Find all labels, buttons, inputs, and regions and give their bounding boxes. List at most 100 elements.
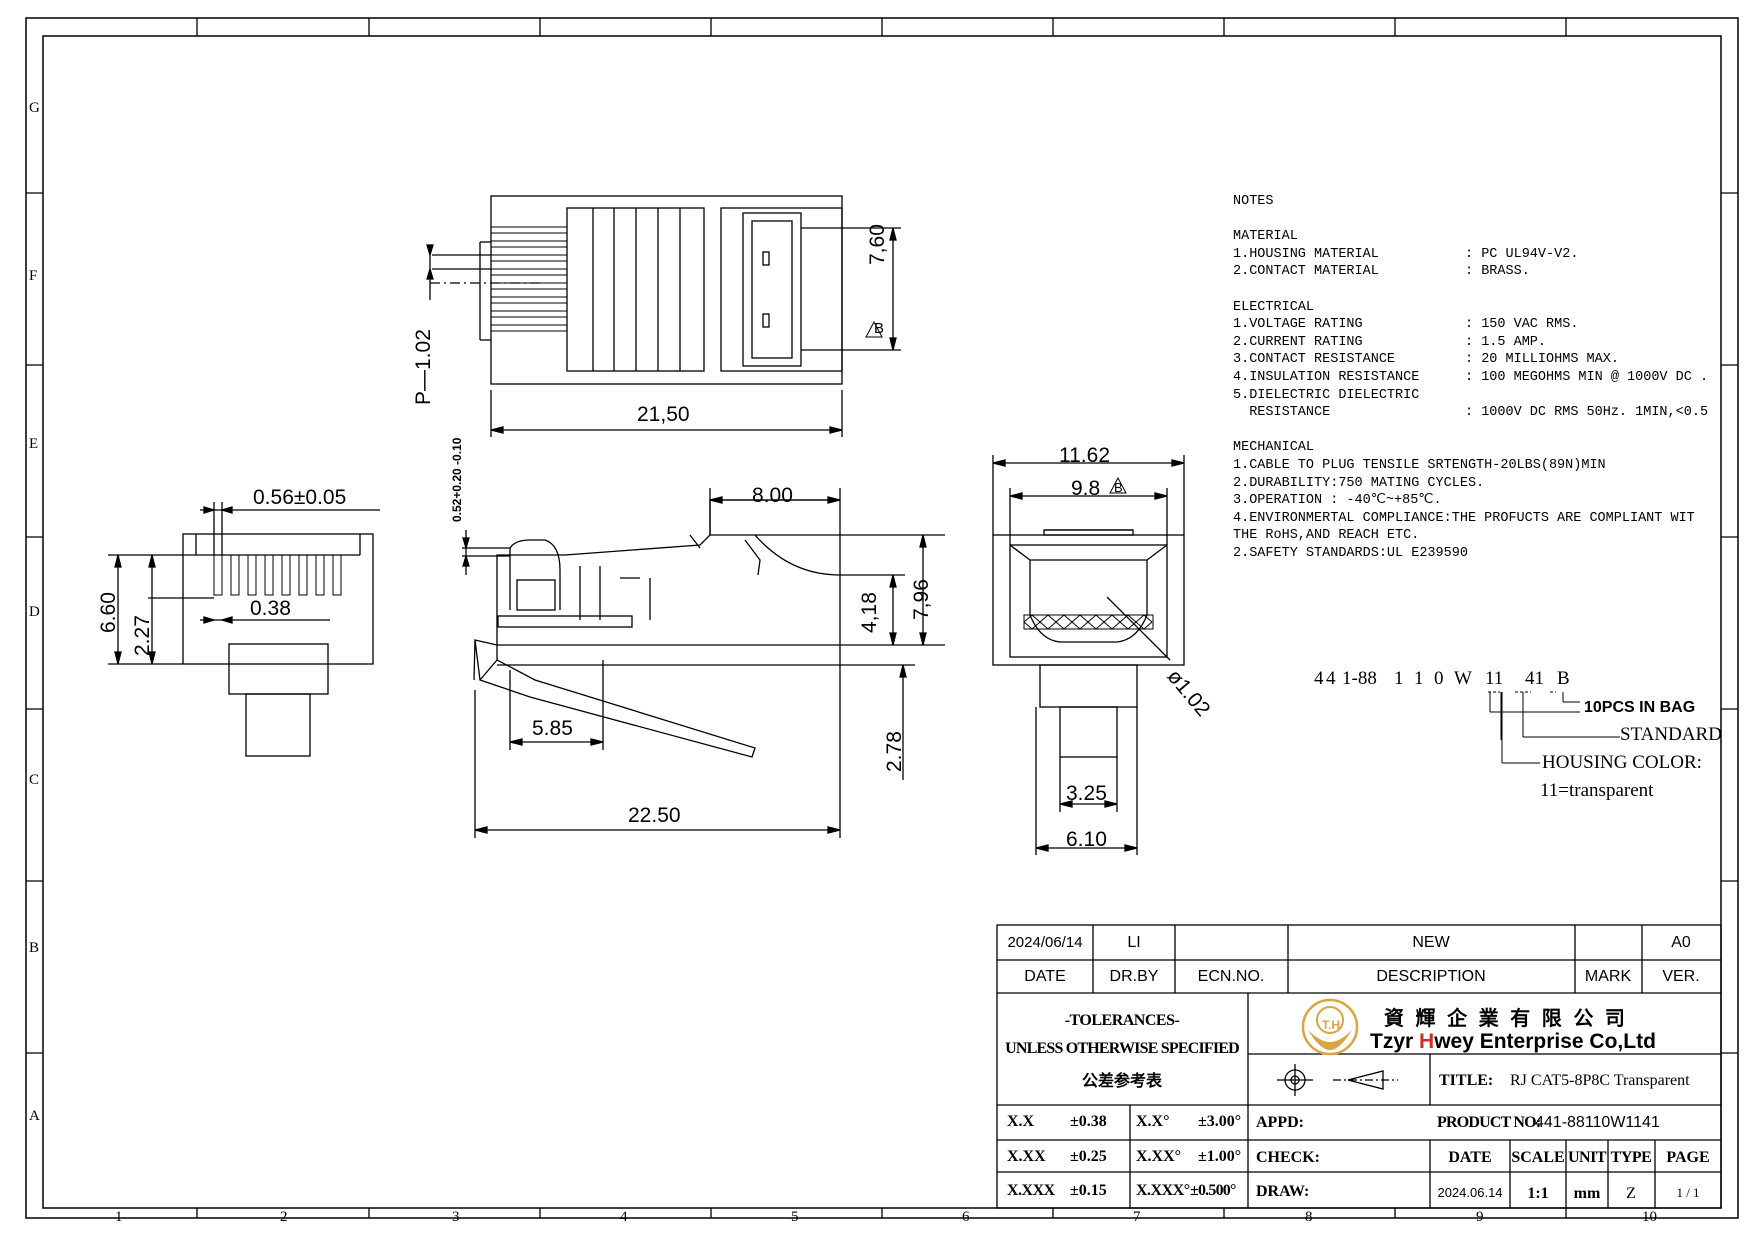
- rev-drby: LI: [1127, 934, 1141, 951]
- note-label: 2.CONTACT MATERIAL: [1233, 264, 1379, 280]
- tolerances-cn: 公差参考表: [1081, 1073, 1163, 1090]
- note-material-row: 1.HOUSING MATERIAL : PC UL94V-V2.: [1233, 246, 1723, 264]
- note-value: : 1000V DC RMS 50Hz. 1MIN,<0.5: [1465, 405, 1709, 421]
- zone-col-10: 10: [1642, 1209, 1657, 1225]
- part-code-c6: W: [1454, 668, 1472, 689]
- product-no-value: 441-88110W1141: [1535, 1114, 1660, 1131]
- dim-9-8: 9.8: [1071, 477, 1101, 500]
- part-code-c7: 11: [1485, 668, 1504, 689]
- notes-spacer: [1233, 281, 1723, 299]
- part-code-c5: 0: [1434, 668, 1444, 689]
- note-value: : 20 MILLIOHMS MAX.: [1465, 352, 1619, 368]
- tol-row1-d: ±3.00°: [1198, 1113, 1242, 1130]
- note-electrical-row: 3.CONTACT RESISTANCE: 20 MILLIOHMS MAX.: [1233, 351, 1723, 369]
- note-mechanical-row: 2.DURABILITY:750 MATING CYCLES.: [1233, 475, 1485, 491]
- zone-col-4: 4: [620, 1209, 628, 1225]
- dim-8-00: 8.00: [752, 484, 793, 507]
- zone-row-b: B: [29, 940, 40, 956]
- dim-7-96: 7,96: [910, 579, 933, 620]
- title-label: TITLE:: [1439, 1072, 1494, 1089]
- check-label: CHECK:: [1256, 1149, 1320, 1166]
- note-label: RESISTANCE: [1233, 405, 1331, 421]
- dim-11-62: 11.62: [1059, 444, 1110, 467]
- note-material-row: 2.CONTACT MATERIAL: BRASS.: [1233, 263, 1723, 281]
- note-electrical-row: 5.DIELECTRIC DIELECTRIC: [1233, 387, 1723, 405]
- part-housing-color-value: 11=transparent: [1540, 780, 1654, 801]
- title-block-lines: [996, 924, 1722, 1209]
- note-value: : 150 VAC RMS.: [1465, 317, 1579, 333]
- note-value: : 1.5 AMP.: [1465, 334, 1547, 350]
- logo-text: T.H: [1322, 1018, 1340, 1032]
- flag-b-front: B: [1114, 480, 1123, 495]
- rev-header-ecn: ECN.NO.: [1197, 968, 1265, 985]
- dim-0-38: 0.38: [250, 597, 291, 620]
- rev-header-ver: VER.: [1662, 968, 1700, 985]
- dim-22-50: 22.50: [628, 804, 681, 827]
- note-label: 1.VOLTAGE RATING: [1233, 317, 1363, 333]
- info-header-scale: SCALE: [1511, 1149, 1565, 1166]
- top-view: [426, 195, 901, 437]
- dim-6-60: 6.60: [97, 592, 120, 633]
- side-view: [462, 488, 945, 838]
- part-code-c1: 4: [1326, 668, 1336, 689]
- rev-ver: A0: [1671, 934, 1691, 951]
- info-header-unit: UNIT: [1567, 1149, 1607, 1166]
- front-view: [992, 455, 1185, 855]
- info-date: 2024.06.14: [1437, 1185, 1503, 1200]
- zone-row-f: F: [29, 268, 38, 284]
- note-label: 2.CURRENT RATING: [1233, 334, 1363, 350]
- dim-5-85: 5.85: [532, 717, 573, 740]
- note-electrical-row: RESISTANCE : 1000V DC RMS 50Hz. 1MIN,<0.5: [1233, 404, 1723, 422]
- note-value: : PC UL94V-V2.: [1465, 246, 1579, 262]
- tol-row2-a: X.XX: [1007, 1148, 1046, 1165]
- rev-header-drby: DR.BY: [1109, 968, 1159, 985]
- zone-row-d: D: [29, 604, 40, 620]
- part-code-c8: 41: [1525, 668, 1544, 689]
- zone-row-e: E: [29, 436, 39, 452]
- zone-col-2: 2: [280, 1209, 288, 1225]
- rev-header-date: DATE: [1024, 968, 1066, 985]
- dim-0-56: 0.56±0.05: [253, 486, 347, 509]
- notes-electrical-heading: ELECTRICAL: [1233, 299, 1315, 315]
- company-name-en: Tzyr Hwey Enterprise Co,Ltd: [1370, 1030, 1656, 1053]
- tol-row3-c: X.XXX°: [1136, 1182, 1190, 1199]
- note-mechanical-row: 3.OPERATION : -40℃~+85℃.: [1233, 493, 1442, 509]
- zone-col-6: 6: [962, 1209, 970, 1225]
- rev-header-description: DESCRIPTION: [1376, 968, 1486, 985]
- part-code-c3: 1: [1394, 668, 1404, 689]
- part-code-c9: B: [1557, 668, 1570, 689]
- company-logo: [1301, 998, 1359, 1056]
- notes-spacer: [1233, 211, 1723, 229]
- note-label: 4.INSULATION RESISTANCE: [1233, 369, 1420, 385]
- part-code-c0: 4: [1314, 668, 1324, 689]
- tolerances-subtitle: UNLESS OTHERWISE SPECIFIED: [1005, 1040, 1240, 1057]
- tol-row1-a: X.X: [1007, 1113, 1035, 1130]
- dim-7-60: 7,60: [866, 224, 889, 265]
- zone-row-g: G: [29, 100, 40, 116]
- info-header-date: DATE: [1448, 1149, 1492, 1166]
- part-code-c4: 1: [1414, 668, 1424, 689]
- note-mechanical-row: 1.CABLE TO PLUG TENSILE SRTENGTH-20LBS(8…: [1233, 457, 1606, 473]
- tol-row1-c: X.X°: [1136, 1113, 1170, 1130]
- notes-title: NOTES: [1233, 194, 1274, 209]
- note-mechanical-row: 4.ENVIRONMERTAL COMPLIANCE:THE PROFUCTS …: [1233, 510, 1695, 526]
- tol-row3-a: X.XXX: [1007, 1182, 1055, 1199]
- product-no-label: PRODUCT NO:: [1437, 1114, 1541, 1131]
- zone-col-9: 9: [1476, 1209, 1484, 1225]
- notes-mechanical-heading: MECHANICAL: [1233, 440, 1315, 456]
- note-electrical-row: 1.VOLTAGE RATING : 150 VAC RMS.: [1233, 316, 1723, 334]
- zone-col-1: 1: [115, 1209, 123, 1225]
- note-label: 1.HOUSING MATERIAL: [1233, 246, 1379, 262]
- info-type: Z: [1626, 1185, 1636, 1202]
- tol-row2-b: ±0.25: [1070, 1148, 1107, 1165]
- part-standard-label: STANDARD: [1620, 724, 1722, 745]
- tol-row1-b: ±0.38: [1070, 1113, 1107, 1130]
- dim-2-27: 2.27: [131, 615, 154, 656]
- dim-0-52-tol: 0.52+0.20 -0.10: [450, 437, 464, 522]
- end-view: [108, 502, 380, 757]
- info-page: 1 / 1: [1676, 1185, 1700, 1200]
- company-name-cn: 資 輝 企 業 有 限 公 司: [1384, 1008, 1628, 1030]
- note-mechanical-row: THE RoHS,AND REACH ETC.: [1233, 528, 1420, 544]
